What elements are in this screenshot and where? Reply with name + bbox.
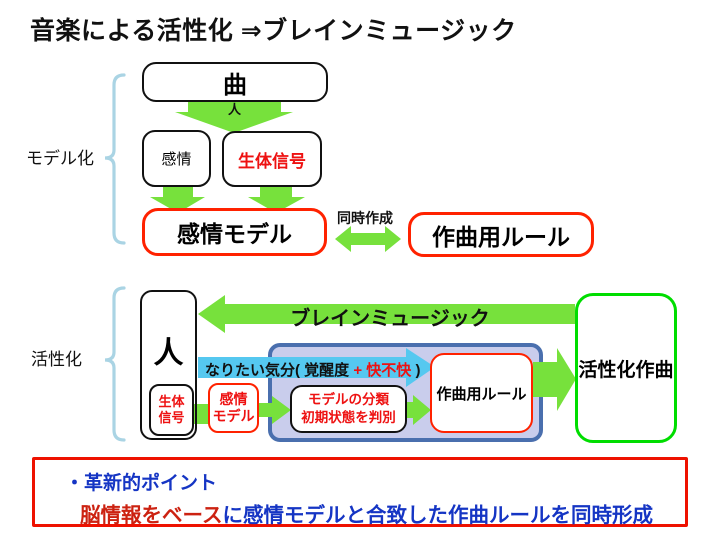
mood-arrow-label-part1: なりたい気分( 覚醒度	[205, 362, 354, 379]
down-arrow-biosignal-icon	[248, 187, 305, 213]
emotion-model-small-box-label: 感情モデル	[212, 390, 255, 424]
mood-right-arrow-icon	[198, 348, 435, 387]
emotion-box-label: 感情	[161, 151, 192, 168]
person-box: 人	[140, 290, 197, 440]
biosignal-box-label: 生体信号	[238, 151, 306, 171]
classification-box: モデルの分類初期状態を判別	[290, 385, 407, 433]
big-right-arrow-icon	[533, 348, 576, 411]
classification-box-label: モデルの分類初期状態を判別	[301, 392, 396, 425]
biosignal-connector-icon	[193, 404, 209, 424]
composition-rules-box-bottom-label: 作曲用ルール	[436, 385, 527, 403]
composition-rules-box-top-label: 作曲用ルール	[432, 223, 570, 250]
right-arrow-rules-icon	[406, 395, 431, 425]
emotion-model-box-label: 感情モデル	[177, 221, 292, 247]
biosignal-small-box: 生体信号	[149, 384, 194, 436]
modeling-section-label: モデル化	[26, 149, 94, 168]
innovation-line2-blue: に感情モデルと合致した作曲ルールを同時形成	[222, 504, 653, 527]
brain-music-left-arrow-icon	[198, 295, 575, 333]
activation-section-label: 活性化	[31, 350, 82, 369]
innovation-callout: ・革新的ポイント 脳情報をベースに感情モデルと合致した作曲ルールを同時形成	[32, 457, 688, 527]
simultaneous-creation-label: 同時作成	[337, 210, 393, 226]
biosignal-small-box-label: 生体信号	[158, 394, 185, 425]
page-title: 音楽による活性化 ⇒ブレインミュージック	[30, 17, 517, 45]
emotion-model-small-box: 感情モデル	[208, 383, 259, 433]
activation-brace	[104, 286, 126, 442]
emotion-model-box: 感情モデル	[142, 208, 327, 256]
innovation-line1: ・革新的ポイント	[65, 473, 218, 494]
song-box-label: 曲	[223, 71, 247, 99]
emotion-box: 感情	[142, 130, 211, 187]
person-box-label: 人	[153, 337, 184, 370]
song-box: 曲	[142, 62, 328, 102]
composition-rules-box-top: 作曲用ルール	[408, 212, 594, 257]
innovation-line2-red: 脳情報をベース	[80, 504, 223, 527]
right-arrow-classification-icon	[256, 396, 291, 424]
modeling-brace	[104, 73, 126, 245]
biosignal-box: 生体信号	[222, 131, 322, 187]
innovation-line2: 脳情報をベースに感情モデルと合致した作曲ルールを同時形成	[80, 498, 685, 528]
activated-composition-box-label: 活性化作曲	[578, 359, 674, 381]
down-arrow-emotion-icon	[150, 187, 205, 213]
mood-arrow-label: なりたい気分( 覚醒度 + 快不快 )	[205, 359, 420, 380]
composition-rules-box-bottom: 作曲用ルール	[430, 353, 533, 433]
double-arrow-icon	[335, 226, 401, 252]
mood-arrow-label-part2: + 快不快	[353, 362, 412, 379]
down-arrow-song-icon	[175, 101, 293, 133]
person-arrow-label: 人	[228, 102, 242, 117]
mood-arrow-label-part3: )	[411, 362, 421, 379]
activated-composition-box: 活性化作曲	[575, 293, 677, 443]
brain-music-label: ブレインミュージック	[290, 308, 490, 330]
